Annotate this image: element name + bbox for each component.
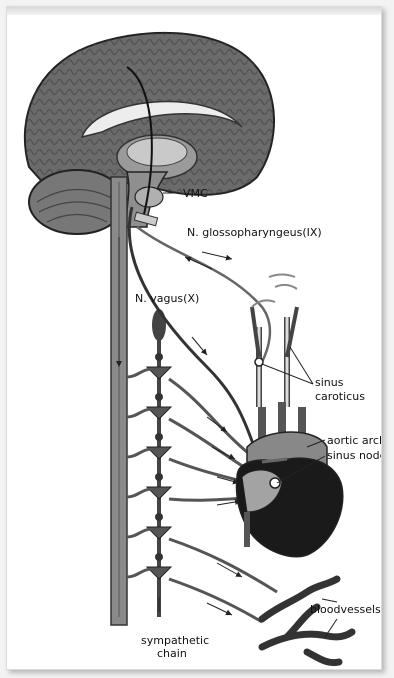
label-vagus: N. vagus(X) [135,292,199,305]
label-vmc: VMC [183,187,208,200]
carotid-arteries [252,275,297,408]
sinus-node-marker [270,478,280,488]
sinus-caroticus-receptor [255,358,263,366]
label-glossopharyngeus: N. glossopharyngeus(IX) [187,226,322,239]
figure-card: VMC N. glossopharyngeus(IX) N. vagus(X) … [6,6,382,670]
autonomic-nervous-system-diagram: VMC N. glossopharyngeus(IX) N. vagus(X) … [7,7,381,669]
sympathetic-chain [127,309,171,617]
label-aortic-arch: aortic arch [327,434,381,447]
label-bloodvessels: bloodvessels [310,603,381,616]
label-sympathetic-chain-1: sympathetic [141,634,209,647]
label-sinus-caroticus-1: sinus [315,376,344,389]
label-sinus-caroticus-2: caroticus [315,390,365,403]
label-sympathetic-chain-2: chain [157,647,187,660]
label-sinus-node: sinus node [327,449,381,462]
heart [236,402,342,557]
vagus-nerve [129,207,269,482]
